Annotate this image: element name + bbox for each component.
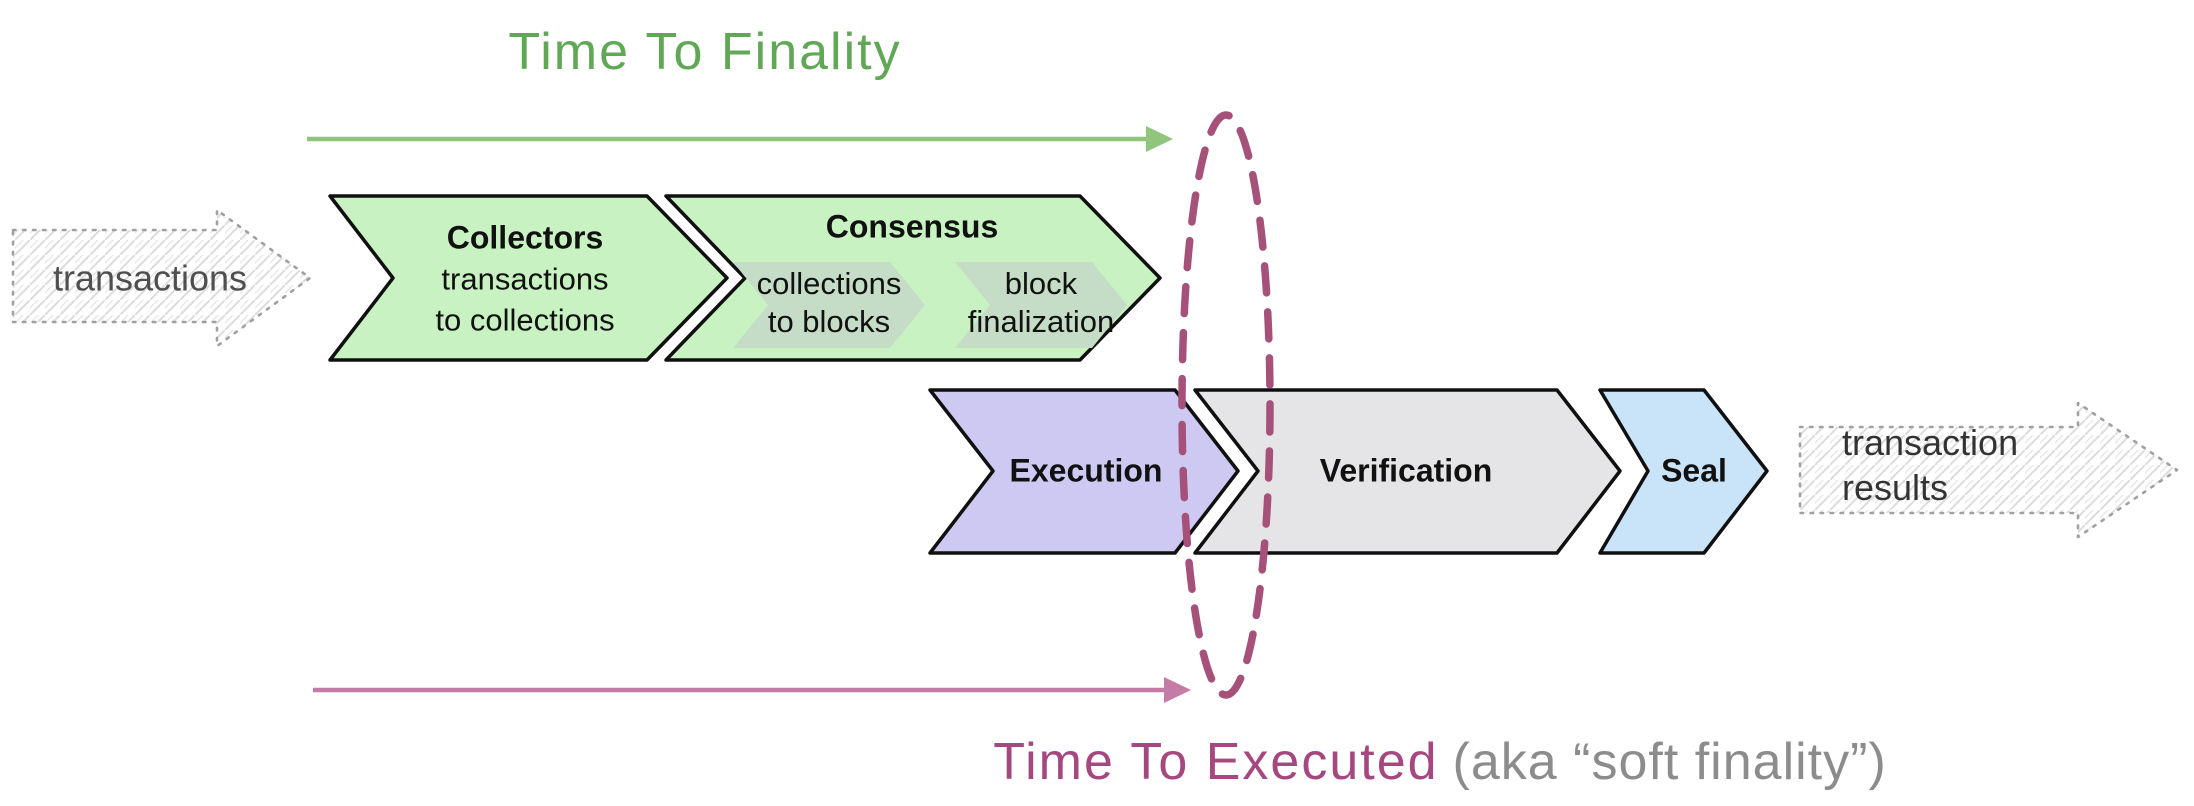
soft-finality-boundary-ellipse — [1178, 111, 1274, 699]
verification-label: Verification — [1319, 452, 1493, 489]
results-label-line1: transaction — [1842, 422, 2019, 463]
time-to-executed-text: Time To Executed — [993, 733, 1439, 791]
finality-arrow-head-icon — [1146, 126, 1173, 152]
collectors-chevron — [328, 194, 729, 362]
consensus-substep-1-label: collections to blocks — [757, 265, 902, 341]
time-to-executed-heading: Time To Executed(aka “soft finality”) — [993, 732, 1887, 792]
substep-1-line1: collections — [756, 266, 902, 301]
execution-chevron — [928, 388, 1240, 555]
collectors-label: Collectors transactions to collections — [435, 218, 614, 341]
collectors-subtitle-line1: transactions — [441, 261, 609, 297]
transactions-input-label: transactions — [52, 257, 248, 299]
collectors-title: Collectors — [446, 219, 604, 256]
execution-label: Execution — [1009, 452, 1163, 489]
consensus-title: Consensus — [825, 208, 999, 245]
time-to-finality-heading: Time To Finality — [508, 23, 902, 81]
verification-chevron — [1193, 388, 1622, 555]
soft-finality-note-text: (aka “soft finality”) — [1452, 733, 1887, 791]
seal-chevron — [1598, 388, 1769, 555]
substep-2-line1: block — [1004, 266, 1078, 301]
consensus-substep-2-chevron — [955, 262, 1127, 348]
consensus-substep-2-label: block finalization — [968, 265, 1114, 341]
results-label-line2: results — [1842, 467, 1949, 508]
executed-arrow-head-icon — [1164, 677, 1191, 703]
substep-2-line2: finalization — [967, 304, 1115, 339]
transaction-results-output-label: transaction results — [1842, 420, 2018, 510]
transactions-input-arrow-icon — [11, 208, 312, 348]
substep-1-line2: to blocks — [767, 304, 891, 339]
results-output-arrow-icon — [1798, 401, 2179, 539]
consensus-substep-1-chevron — [733, 262, 925, 348]
seal-label: Seal — [1661, 452, 1727, 489]
collectors-subtitle-line2: to collections — [435, 302, 615, 338]
